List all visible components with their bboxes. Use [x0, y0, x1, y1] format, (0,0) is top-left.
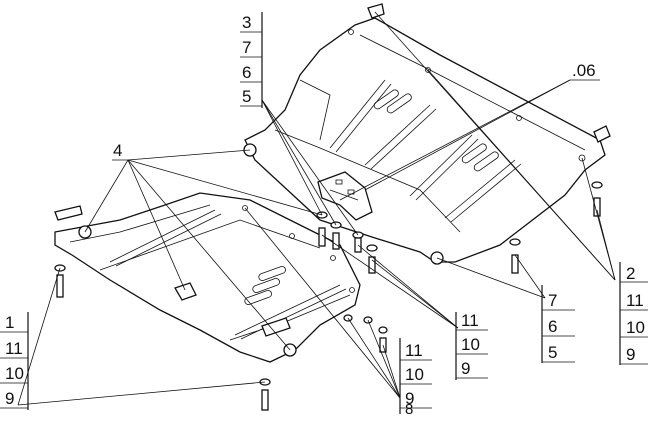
callout-label: 11	[626, 291, 644, 310]
mount-lug	[54, 205, 83, 221]
callout-label: 7	[242, 38, 251, 57]
callout-stack-mid-lower: 7 6 5	[541, 285, 575, 363]
callout-stack-center-lower: 11 10 9	[455, 311, 488, 380]
callout-label: 9	[5, 389, 14, 408]
callout-label: 3	[242, 13, 251, 32]
callout-label: 6	[548, 317, 557, 336]
callout-label: 10	[5, 364, 24, 383]
callout-stack-bottom-left: 1 11 10 9	[0, 312, 29, 410]
callout-label: 8	[405, 401, 413, 416]
callout-label: 4	[113, 141, 122, 160]
callout-stack-top: 3 7 6 5	[240, 12, 263, 108]
callout-stack-bottom-center: 11 10 9 8	[399, 338, 432, 418]
bolt	[316, 211, 328, 247]
bolt	[509, 238, 521, 274]
bolt	[343, 314, 388, 353]
mount-lug	[593, 125, 611, 143]
callout-label: 5	[242, 87, 251, 106]
callout-label: 6	[242, 63, 251, 82]
center-boss	[174, 282, 197, 301]
bolt	[330, 221, 342, 250]
callout-left-upper: 4	[112, 141, 130, 161]
upper-skid-plate	[243, 3, 611, 265]
callout-label: 9	[461, 359, 470, 378]
callout-label: 7	[548, 291, 557, 310]
vent-slots-lower	[244, 265, 286, 305]
bolt	[591, 181, 603, 217]
bracket	[317, 171, 373, 221]
callout-top-right: .06	[572, 61, 596, 80]
leader-lines	[17, 11, 616, 406]
bolt	[54, 264, 66, 298]
callout-label: 9	[405, 389, 414, 408]
rear-tab	[261, 317, 291, 337]
callout-label: .06	[572, 61, 596, 80]
vent-slots-upper	[373, 89, 499, 172]
callout-label: 11	[5, 339, 23, 358]
bolt	[259, 378, 271, 411]
callout-label: 1	[5, 313, 14, 332]
callout-label: 9	[626, 345, 635, 364]
callout-label: 10	[626, 318, 645, 337]
callout-label: 10	[405, 365, 424, 384]
callout-label: 2	[626, 264, 635, 283]
lower-skid-plate	[54, 192, 361, 363]
callout-stack-right: 2 11 10 9	[619, 262, 648, 365]
callout-label: 10	[461, 335, 480, 354]
callout-label: 11	[405, 341, 423, 360]
callout-label: 11	[461, 311, 479, 330]
callout-label: 5	[548, 343, 557, 362]
mount-lug	[367, 3, 385, 19]
